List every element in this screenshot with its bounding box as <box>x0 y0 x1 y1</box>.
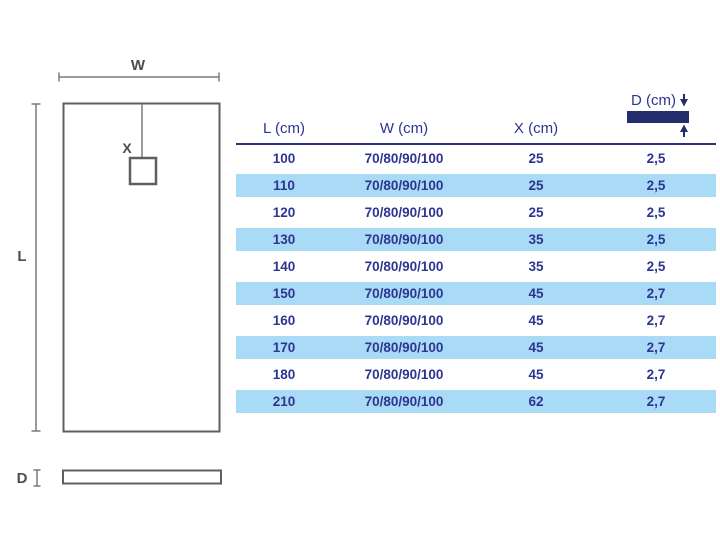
depth-slab-bar <box>627 111 689 123</box>
cell-x: 45 <box>528 286 544 301</box>
cell-width: 70/80/90/100 <box>364 286 444 301</box>
arrow-down-icon <box>680 94 688 107</box>
cell-x: 62 <box>528 394 544 409</box>
table-row: 170 70/80/90/100 45 2,7 <box>236 334 716 361</box>
cell-x: 45 <box>528 367 544 382</box>
drain-square <box>128 156 158 186</box>
table-row: 210 70/80/90/100 62 2,7 <box>236 388 716 415</box>
cell-depth: 2,5 <box>646 259 666 274</box>
cell-x: 45 <box>528 340 544 355</box>
cell-width: 70/80/90/100 <box>364 232 444 247</box>
column-header-length: L (cm) <box>263 120 305 137</box>
cell-width: 70/80/90/100 <box>364 151 444 166</box>
column-header-x: X (cm) <box>513 120 559 137</box>
cell-length: 110 <box>273 178 295 193</box>
cell-width: 70/80/90/100 <box>364 367 444 382</box>
cell-depth: 2,5 <box>646 178 666 193</box>
column-header-depth: D (cm) <box>596 88 716 144</box>
width-label: W <box>131 57 146 74</box>
length-dimension-line <box>31 103 41 432</box>
cell-length: 160 <box>272 313 296 328</box>
cell-depth: 2,5 <box>646 205 666 220</box>
table-row: 140 70/80/90/100 35 2,5 <box>236 253 716 280</box>
cell-x: 35 <box>528 259 544 274</box>
cell-x: 25 <box>528 178 544 193</box>
cell-depth: 2,7 <box>646 340 666 355</box>
table-row: 130 70/80/90/100 35 2,5 <box>236 226 716 253</box>
table-row: 150 70/80/90/100 45 2,7 <box>236 280 716 307</box>
depth-label: D <box>17 470 28 487</box>
width-dimension-line <box>58 72 220 82</box>
cell-depth: 2,7 <box>646 367 666 382</box>
cell-length: 210 <box>272 394 296 409</box>
dimensions-table: L (cm) W (cm) X (cm) D (cm) <box>236 88 716 415</box>
cell-length: 130 <box>272 232 296 247</box>
cell-depth: 2,5 <box>646 232 666 247</box>
depth-header-graphic: D (cm) <box>623 92 689 137</box>
cell-length: 120 <box>272 205 296 220</box>
cell-x: 35 <box>528 232 544 247</box>
cell-width: 70/80/90/100 <box>364 259 444 274</box>
cell-length: 180 <box>272 367 296 382</box>
arrow-up-icon <box>680 124 688 137</box>
column-header-width: W (cm) <box>379 120 429 137</box>
drain-offset-label: X <box>122 140 132 156</box>
table-header-row: L (cm) W (cm) X (cm) D (cm) <box>236 88 716 145</box>
tray-side-view-outline <box>62 469 222 485</box>
cell-depth: 2,5 <box>646 151 666 166</box>
cell-length: 140 <box>272 259 296 274</box>
table-row: 100 70/80/90/100 25 2,5 <box>236 145 716 172</box>
cell-length: 100 <box>272 151 296 166</box>
table-row: 110 70/80/90/100 25 2,5 <box>236 172 716 199</box>
cell-depth: 2,7 <box>646 394 666 409</box>
cell-x: 25 <box>528 205 544 220</box>
length-label: L <box>17 248 26 265</box>
cell-length: 150 <box>272 286 296 301</box>
product-dimension-diagram: W X L D <box>17 57 222 487</box>
table-row: 180 70/80/90/100 45 2,7 <box>236 361 716 388</box>
depth-dimension-marker <box>33 469 41 487</box>
cell-width: 70/80/90/100 <box>364 394 444 409</box>
cell-width: 70/80/90/100 <box>364 340 444 355</box>
cell-depth: 2,7 <box>646 313 666 328</box>
cell-x: 25 <box>528 151 544 166</box>
cell-width: 70/80/90/100 <box>364 178 444 193</box>
table-body: 100 70/80/90/100 25 2,5 110 70/80/90/100… <box>236 145 716 415</box>
cell-length: 170 <box>272 340 296 355</box>
cell-x: 45 <box>528 313 544 328</box>
column-header-depth-label: D (cm) <box>631 92 676 109</box>
cell-width: 70/80/90/100 <box>364 313 444 328</box>
cell-width: 70/80/90/100 <box>364 205 444 220</box>
cell-depth: 2,7 <box>646 286 666 301</box>
table-row: 120 70/80/90/100 25 2,5 <box>236 199 716 226</box>
table-row: 160 70/80/90/100 45 2,7 <box>236 307 716 334</box>
